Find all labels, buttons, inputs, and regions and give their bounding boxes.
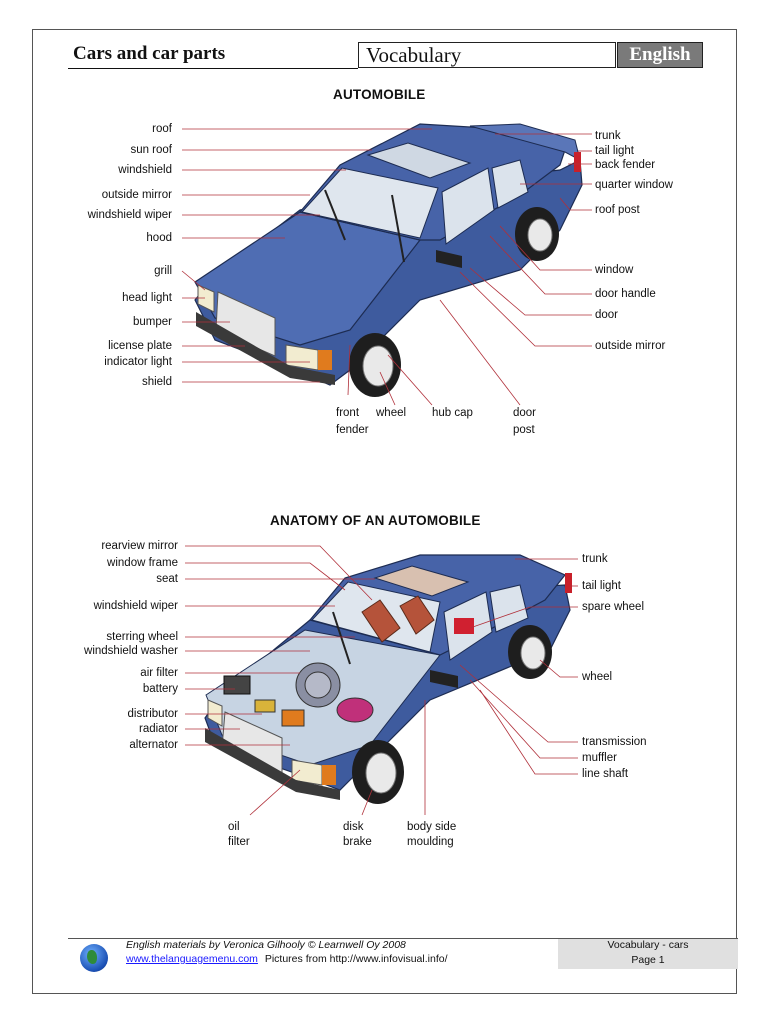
label-shield: shield — [141, 376, 172, 388]
footer-pictures-credit: Pictures from http://www.infovisual.info… — [264, 953, 448, 965]
label-front: front — [336, 407, 360, 419]
label-wheel-2: wheel — [582, 671, 613, 683]
footer-links: www.thelanguagemenu.com Pictures from ht… — [126, 953, 448, 965]
label-tail-light: tail light — [595, 145, 634, 157]
label-line-shaft: line shaft — [582, 768, 629, 780]
vocabulary-box: Vocabulary — [358, 42, 616, 68]
label-windshield-wiper-2: windshield wiper — [93, 600, 178, 612]
leader-lines-car2 — [185, 545, 578, 816]
page-frame — [32, 29, 737, 994]
section-title-anatomy: ANATOMY OF AN AUTOMOBILE — [270, 513, 481, 528]
language-badge: English — [617, 42, 703, 68]
label-body-side: body side — [407, 821, 457, 833]
label-brake: brake — [343, 836, 372, 848]
label-hood: hood — [146, 232, 172, 244]
label-seat: seat — [156, 573, 178, 585]
footer-info-box: Vocabulary - cars Page 1 — [558, 939, 738, 969]
label-windshield: windshield — [118, 164, 172, 176]
label-head-light: head light — [122, 292, 172, 304]
label-bumper: bumper — [133, 316, 172, 328]
label-door-post-1: door — [513, 407, 537, 419]
page-title: Cars and car parts — [73, 43, 226, 64]
label-windshield-wiper: windshield wiper — [87, 209, 172, 221]
label-trunk: trunk — [595, 130, 621, 142]
label-muffler: muffler — [582, 752, 617, 764]
label-wheel: wheel — [376, 407, 407, 419]
label-tail-light-2: tail light — [582, 580, 621, 592]
label-transmission: transmission — [582, 736, 647, 748]
label-battery: battery — [142, 683, 178, 695]
label-radiator: radiator — [139, 723, 178, 735]
title-underline — [68, 68, 358, 69]
footer-credit: English materials by Veronica Gilhooly ©… — [126, 939, 406, 951]
label-grill: grill — [154, 265, 172, 277]
label-outside-mirror-right: outside mirror — [595, 340, 666, 352]
car-illustration-exterior — [194, 123, 583, 397]
label-fender: fender — [336, 424, 369, 436]
label-distributor: distributor — [127, 708, 179, 720]
label-quarter-window: quarter window — [595, 179, 673, 191]
page-number: Page 1 — [631, 954, 665, 966]
label-indicator-light: indicator light — [104, 356, 172, 368]
label-filter: filter — [228, 836, 250, 848]
label-door: door — [595, 309, 619, 321]
label-roof: roof — [152, 123, 172, 135]
car-illustration-anatomy — [204, 554, 572, 804]
label-hub-cap: hub cap — [432, 407, 473, 419]
label-moulding: moulding — [407, 836, 454, 848]
label-sterring-wheel: sterring wheel — [106, 631, 178, 643]
label-window-frame: window frame — [107, 557, 178, 569]
label-windshield-washer: windshield washer — [84, 645, 178, 657]
footer-rule — [68, 938, 738, 939]
label-air-filter: air filter — [140, 667, 178, 679]
section-title-automobile: AUTOMOBILE — [333, 87, 426, 102]
label-alternator: alternator — [129, 739, 178, 751]
label-trunk-2: trunk — [582, 553, 608, 565]
label-door-post-2: post — [513, 424, 535, 436]
label-rearview-mirror: rearview mirror — [101, 540, 178, 552]
footer-box-title: Vocabulary - cars — [607, 939, 689, 951]
leader-lines-car1 — [181, 128, 592, 406]
label-sun-roof: sun roof — [130, 144, 172, 156]
globe-icon — [80, 944, 108, 972]
label-door-handle: door handle — [595, 288, 656, 300]
label-outside-mirror-left: outside mirror — [101, 189, 172, 201]
label-spare-wheel: spare wheel — [582, 601, 645, 613]
label-disk: disk — [343, 821, 364, 833]
label-oil: oil — [228, 821, 240, 833]
label-roof-post: roof post — [595, 204, 640, 216]
label-license-plate: license plate — [108, 340, 172, 352]
footer-site-link[interactable]: www.thelanguagemenu.com — [126, 953, 258, 965]
label-window: window — [595, 264, 634, 276]
label-back-fender: back fender — [595, 159, 656, 171]
